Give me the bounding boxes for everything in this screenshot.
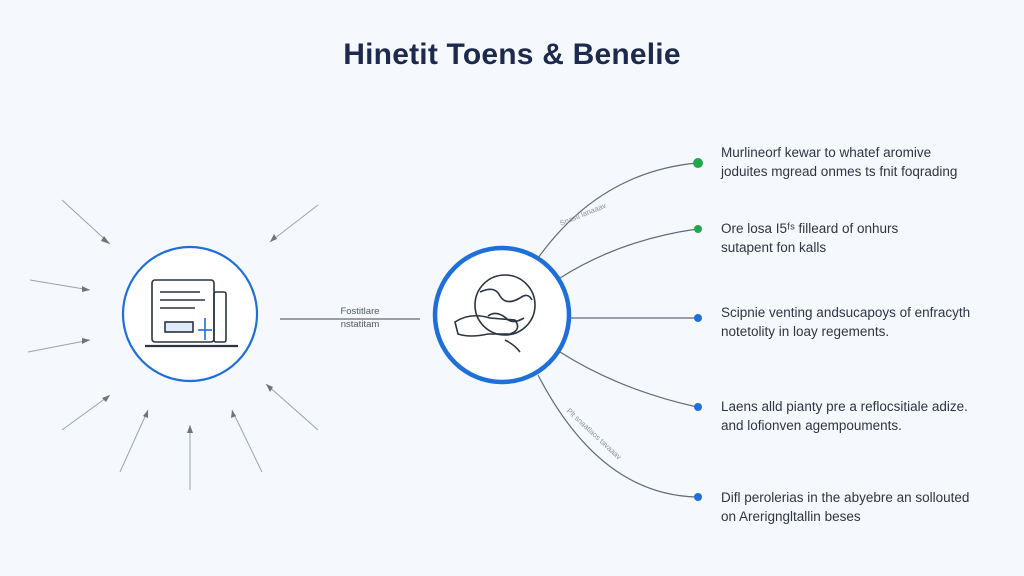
branch-endpoint-dot: [693, 158, 703, 168]
benefit-line: Ore losa I5ᶠˢ filleard of onhurs: [721, 221, 899, 236]
connector-label-line-1: Fostitlare: [340, 306, 380, 317]
diagram-title: Hinetit Toens & Benelie: [343, 38, 681, 71]
ray-arrowhead: [231, 410, 236, 418]
branch-endpoint-dot: [694, 493, 702, 501]
benefit-line: Murlineorf kewar to whatef aromive: [721, 145, 932, 160]
connector-label: Fostitlare nstatitam: [300, 305, 420, 331]
ray-arrowhead: [270, 234, 277, 242]
benefit-item-2: Ore losa I5ᶠˢ filleard of onhurs sutapen…: [721, 219, 1011, 257]
benefit-item-3: Scipnie venting andsucapoys of enfracyth…: [721, 303, 1011, 341]
branch-endpoint-dot: [694, 314, 702, 322]
benefit-line: Laens alld pianty pre a reflocsitiale ad…: [721, 399, 968, 414]
connector-label-line-2: nstatitam: [340, 319, 380, 330]
benefit-line: on Arerigngltallin beses: [721, 509, 861, 524]
laptop-document-icon: [145, 279, 238, 348]
ray-line: [231, 409, 263, 473]
branch-curve: [537, 374, 698, 498]
ray-line: [27, 339, 91, 353]
ray-line: [29, 279, 91, 291]
ray-arrowhead: [143, 410, 148, 418]
ray-arrowhead: [102, 395, 110, 402]
ray-arrowhead: [82, 338, 90, 344]
left-node-circle: [121, 245, 259, 383]
branch-dots: [693, 158, 703, 501]
benefit-item-1: Murlineorf kewar to whatef aromive jodui…: [721, 143, 1011, 181]
ray-arrowhead: [82, 286, 90, 292]
branch-endpoint-dot: [694, 225, 702, 233]
ray-arrowhead: [187, 425, 193, 433]
ray-arrowhead: [101, 236, 110, 244]
ray-arrowheads: [82, 234, 277, 433]
ray-line: [119, 409, 149, 473]
branch-curves: [537, 162, 698, 498]
ray-arrowhead: [266, 384, 273, 392]
branch-curve: [559, 351, 698, 408]
benefit-line: Difl perolerias in the abyebre an sollou…: [721, 490, 970, 505]
benefit-line: notetolity in loay regements.: [721, 324, 890, 339]
ray-line: [269, 204, 319, 243]
left-rays: [27, 199, 319, 490]
branch-curve: [537, 162, 698, 259]
branch-curve: [559, 228, 698, 279]
benefit-line: joduites mgread onmes ts fnit foqrading: [721, 164, 958, 179]
branch-endpoint-dot: [694, 403, 702, 411]
benefit-line: Scipnie venting andsucapoys of enfracyth: [721, 305, 971, 320]
benefit-item-5: Difl perolerias in the abyebre an sollou…: [721, 488, 1011, 526]
ray-line: [265, 383, 319, 431]
ray-line: [61, 199, 111, 245]
ray-line: [61, 394, 111, 431]
globe-hand-icon: [454, 274, 536, 353]
benefit-line: and lofionven agempouments.: [721, 418, 902, 433]
benefit-item-4: Laens alld pianty pre a reflocsitiale ad…: [721, 397, 1011, 435]
benefit-line: sutapent fon kalls: [721, 240, 827, 255]
